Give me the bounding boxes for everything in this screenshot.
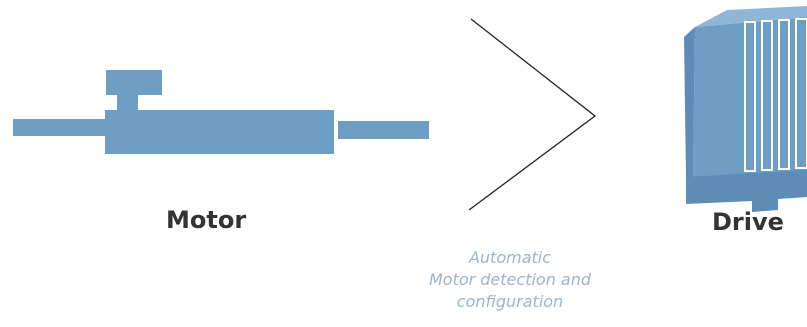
caption-line-3: configuration bbox=[456, 292, 564, 311]
motor-top-stem bbox=[117, 95, 138, 110]
drive-base-slot bbox=[780, 200, 785, 210]
motor-body bbox=[105, 110, 334, 154]
drive-top-face bbox=[695, 6, 807, 27]
motor-right-shaft bbox=[338, 121, 429, 139]
caption-line-1: Automatic bbox=[468, 248, 552, 267]
connector-caption: Automatic Motor detection and configurat… bbox=[408, 247, 612, 313]
drive-label: Drive bbox=[712, 208, 784, 236]
motor-icon bbox=[13, 70, 429, 154]
chevron-right-icon bbox=[468, 18, 597, 211]
motor-top-cap bbox=[106, 70, 162, 95]
motor-left-shaft bbox=[13, 119, 105, 136]
drive-left-face bbox=[684, 27, 695, 177]
motor-label: Motor bbox=[166, 206, 247, 234]
caption-line-2: Motor detection and bbox=[428, 270, 592, 289]
drive-panels bbox=[744, 18, 807, 172]
drive-cabinet-icon bbox=[684, 6, 807, 212]
drive-base bbox=[686, 170, 807, 212]
